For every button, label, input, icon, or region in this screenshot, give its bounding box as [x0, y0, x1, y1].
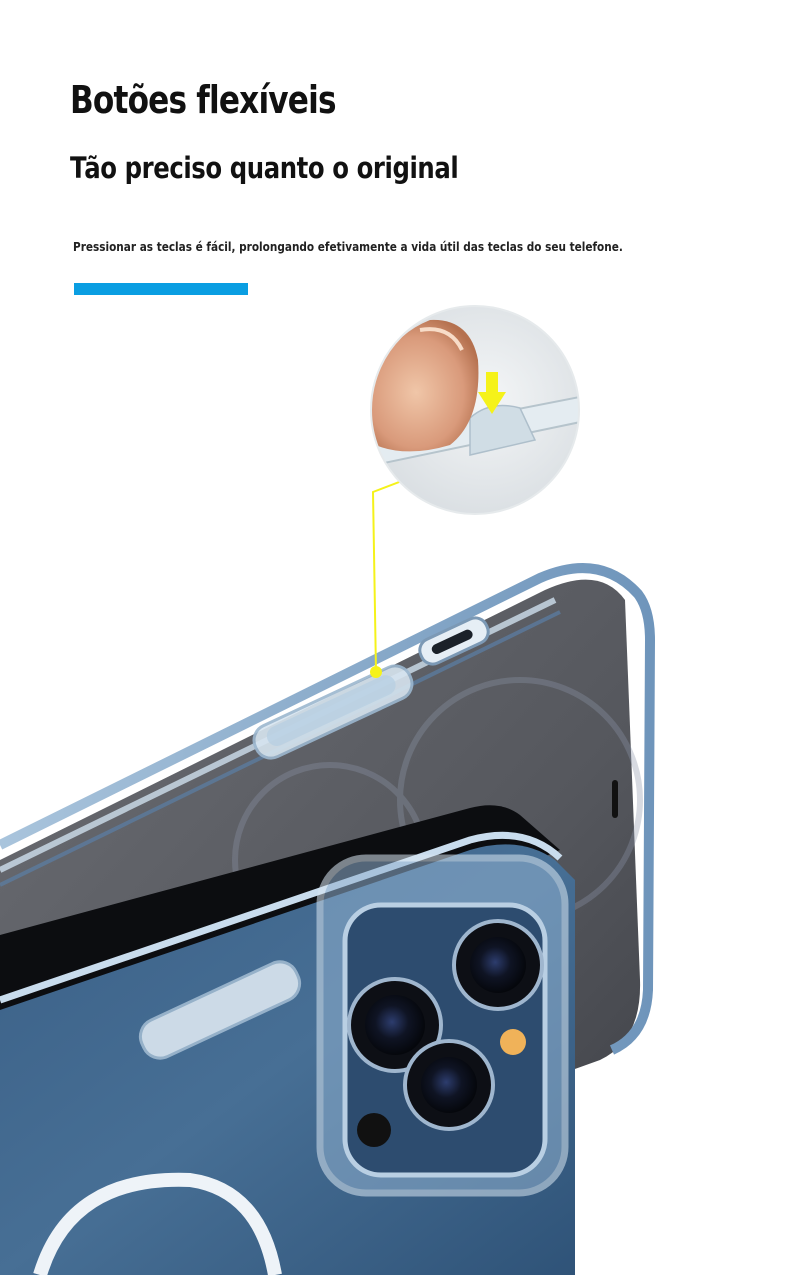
- feature-description: Pressionar as teclas é fácil, prolongand…: [73, 239, 623, 254]
- volume-button-icon: [252, 616, 490, 760]
- page-title: Botões flexíveis: [70, 78, 337, 122]
- page-subtitle: Tão preciso quanto o original: [70, 151, 459, 185]
- finger-press-icon: [370, 305, 580, 515]
- phone-case-icon: [0, 305, 655, 1275]
- arrow-down-icon: [478, 372, 506, 414]
- camera-module-icon: [316, 854, 569, 1197]
- accent-bar: [74, 283, 248, 295]
